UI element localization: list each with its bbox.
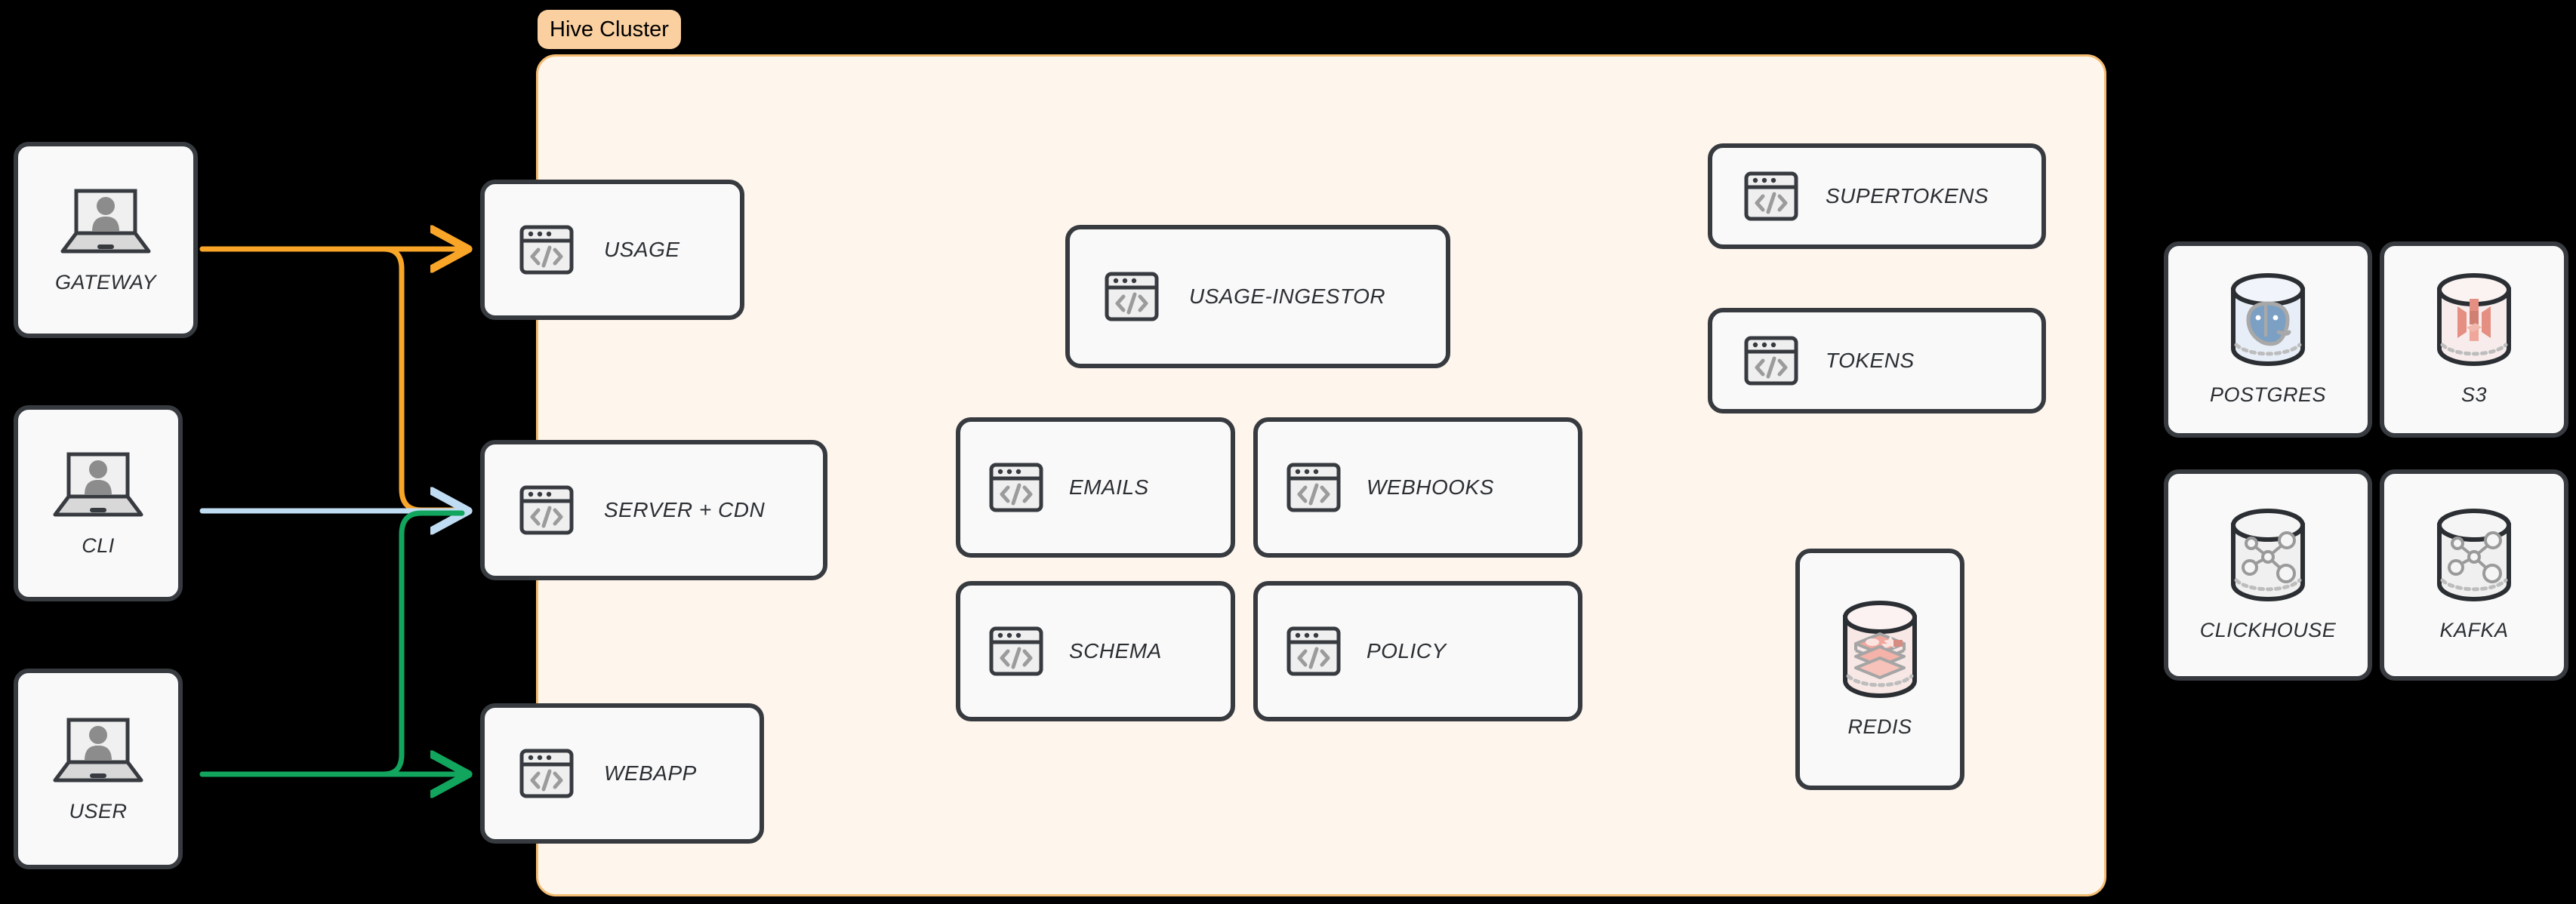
service-node-webhooks[interactable]: WEBHOOKS xyxy=(1253,417,1582,558)
client-label-cli: CLI xyxy=(82,533,115,557)
code-window-icon xyxy=(989,624,1043,678)
service-label-policy: POLICY xyxy=(1367,639,1447,663)
s3-cylinder-icon xyxy=(2429,272,2519,367)
hive-cluster-badge-label: Hive Cluster xyxy=(550,17,669,42)
client-node-user[interactable]: USER xyxy=(14,669,183,869)
edge-gateway-server-cdn xyxy=(199,246,465,513)
laptop-user-icon xyxy=(51,715,146,783)
store-node-s3[interactable]: S3 xyxy=(2380,241,2568,438)
service-label-webhooks: WEBHOOKS xyxy=(1367,475,1494,499)
store-label-redis: REDIS xyxy=(1847,715,1912,738)
store-label-postgres: POSTGRES xyxy=(2209,383,2327,406)
code-window-icon xyxy=(989,460,1043,515)
service-label-server-cdn: SERVER + CDN xyxy=(604,498,766,521)
laptop-user-icon xyxy=(58,186,153,254)
client-node-gateway[interactable]: GATEWAY xyxy=(14,142,198,338)
hive-cluster-badge: Hive Cluster xyxy=(538,10,681,49)
code-window-icon xyxy=(519,223,574,277)
code-window-icon xyxy=(1105,269,1159,324)
service-node-tokens[interactable]: TOKENS xyxy=(1708,308,2046,414)
store-node-clickhouse[interactable]: CLICKHOUSE xyxy=(2164,469,2372,681)
service-node-usage[interactable]: USAGE xyxy=(480,180,744,320)
code-window-icon xyxy=(1744,169,1798,223)
service-label-usage-ingestor: USAGE-INGESTOR xyxy=(1189,284,1386,308)
service-node-webapp[interactable]: WEBAPP xyxy=(480,703,764,844)
code-window-icon xyxy=(1286,460,1341,515)
graph-cylinder-icon xyxy=(2223,508,2313,602)
code-window-icon xyxy=(1286,624,1341,678)
code-window-icon xyxy=(519,483,574,537)
store-node-redis[interactable]: REDIS xyxy=(1795,549,1964,790)
client-label-gateway: GATEWAY xyxy=(54,270,157,294)
store-label-kafka: KAFKA xyxy=(2439,618,2509,641)
store-node-kafka[interactable]: KAFKA xyxy=(2380,469,2568,681)
graph-cylinder-icon xyxy=(2429,508,2519,602)
code-window-icon xyxy=(519,746,574,801)
service-node-emails[interactable]: EMAILS xyxy=(956,417,1235,558)
service-label-supertokens: SUPERTOKENS xyxy=(1826,184,1989,208)
laptop-user-icon xyxy=(51,450,146,518)
edge-user-server-cdn xyxy=(199,510,465,777)
service-label-emails: EMAILS xyxy=(1069,475,1149,499)
code-window-icon xyxy=(1744,334,1798,388)
store-node-postgres[interactable]: POSTGRES xyxy=(2164,241,2372,438)
store-label-s3: S3 xyxy=(2460,383,2488,406)
service-label-tokens: TOKENS xyxy=(1826,349,1915,372)
client-node-cli[interactable]: CLI xyxy=(14,405,183,601)
postgres-cylinder-icon xyxy=(2223,272,2313,367)
service-node-usage-ingestor[interactable]: USAGE-INGESTOR xyxy=(1065,225,1450,368)
client-label-user: USER xyxy=(69,799,128,823)
service-node-supertokens[interactable]: SUPERTOKENS xyxy=(1708,143,2046,249)
service-label-usage: USAGE xyxy=(604,238,680,261)
service-node-schema[interactable]: SCHEMA xyxy=(956,581,1235,721)
service-node-server-cdn[interactable]: SERVER + CDN xyxy=(480,440,827,580)
store-label-clickhouse: CLICKHOUSE xyxy=(2199,618,2337,641)
service-label-webapp: WEBAPP xyxy=(604,761,697,785)
service-label-schema: SCHEMA xyxy=(1069,639,1162,663)
redis-cylinder-icon xyxy=(1835,600,1925,699)
service-node-policy[interactable]: POLICY xyxy=(1253,581,1582,721)
